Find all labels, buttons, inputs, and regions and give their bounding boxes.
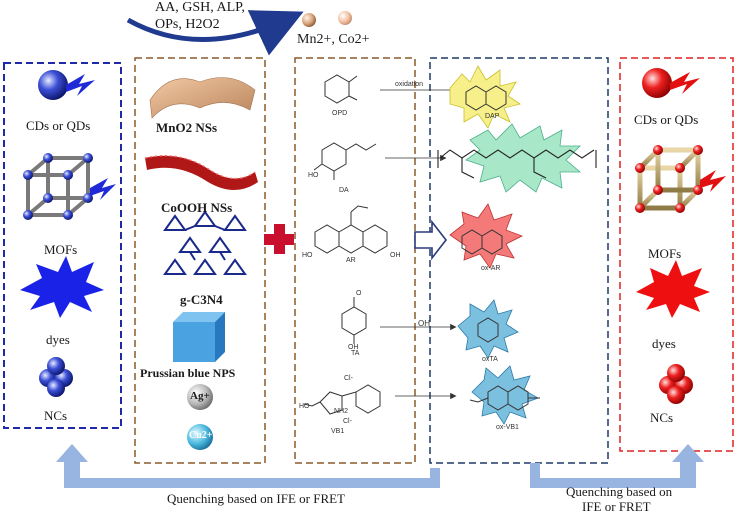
right-label-dyes: dyes (652, 336, 676, 351)
left-feedback-arrow (56, 444, 440, 488)
bottom-right-caption-line1: Quenching based on (566, 484, 673, 499)
vb1-nh2: NH2 (334, 408, 349, 415)
bottom-right-caption-line2: IFE or FRET (582, 499, 651, 514)
ta-o: O (356, 290, 362, 297)
right-panel-border (619, 57, 734, 452)
top-ions-label: Mn2+, Co2+ (297, 32, 370, 47)
top-curved-arrow (126, 10, 304, 56)
label-prussian-blue: Prussian blue NPS (140, 366, 236, 380)
substrate-opd-label: OPD (332, 110, 348, 117)
vb1-ho: HO (299, 403, 310, 410)
substrate-da-label: DA (339, 187, 349, 194)
mofs-lightning-icon (90, 178, 116, 200)
prussian-blue-cube-image (173, 312, 225, 362)
ncs-cluster-icon (39, 357, 73, 397)
right-feedback-arrow (530, 444, 704, 488)
left-label-cds-qds: CDs or QDs (26, 118, 91, 133)
da-molecule (313, 142, 377, 180)
polydopamine-chain (437, 149, 597, 179)
right-mofs-cube-icon (637, 147, 701, 211)
oxta-molecule (477, 317, 499, 343)
left-label-dyes: dyes (46, 332, 70, 347)
dap-yellow-starburst (449, 65, 521, 129)
mn-ion-sphere (302, 13, 316, 27)
mofs-cube-icon (26, 156, 90, 217)
right-ncs-cluster-icon (659, 364, 693, 404)
substrates-panel-border (294, 57, 416, 464)
bottom-left-caption: Quenching based on IFE or FRET (167, 491, 346, 506)
product-oxta-label: oxTA (482, 356, 498, 363)
left-label-mofs: MOFs (44, 242, 78, 257)
cu-ion-sphere (187, 424, 213, 450)
right-mofs-node-spheres (635, 145, 703, 213)
cds-qds-icon (38, 70, 95, 100)
ar-oh-right: OH (390, 252, 401, 259)
oxidation-label: oxidation (395, 81, 424, 88)
vb1-molecule (303, 384, 381, 415)
right-cds-qds-icon (642, 68, 700, 98)
cooh-ribbon-image (144, 155, 258, 190)
top-reagents-line1: AA, GSH, ALP, (155, 0, 245, 15)
label-mno2: MnO2 NSs (156, 120, 218, 135)
ag-ion-sphere (187, 384, 213, 410)
ta-molecule (341, 297, 367, 344)
product-ox-vb1-label: ox-VB1 (496, 424, 519, 431)
g-c3n4-network-image (163, 210, 247, 275)
oh-radical-label: OH (418, 319, 430, 328)
dyes-starburst-icon (20, 256, 104, 318)
label-cu-ion: Cu2+ (189, 430, 213, 441)
vb1-cl-top: Cl- (344, 375, 353, 382)
ar-molecule (314, 205, 388, 254)
substrate-ta-label: TA (351, 350, 360, 357)
materials-panel-border (134, 57, 266, 464)
big-hollow-arrow (414, 219, 448, 261)
product-dap-label: DAP (485, 113, 500, 120)
ox-ar-molecule (461, 229, 503, 255)
left-label-ncs: NCs (44, 408, 68, 423)
plus-icon (264, 224, 294, 254)
right-label-ncs: NCs (650, 410, 674, 425)
label-ag-ion: Ag+ (190, 390, 210, 402)
right-label-cds-qds: CDs or QDs (634, 112, 699, 127)
polydopamine-green-starburst (465, 123, 582, 193)
label-cooh: CoOOH NSs (161, 200, 233, 215)
ox-ar-red-starburst (449, 203, 523, 269)
oxta-blue-starburst (457, 299, 519, 359)
co-ion-sphere (338, 11, 352, 25)
top-reagents-line2: OPs, H2O2 (155, 17, 220, 32)
opd-molecule (324, 74, 358, 104)
right-mofs-lightning-icon (700, 170, 726, 192)
right-dyes-starburst-icon (636, 260, 710, 318)
left-panel-border (3, 62, 122, 429)
product-ox-ar-label: ox-AR (481, 265, 501, 272)
label-g-c3n4: g-C3N4 (180, 292, 223, 307)
substrate-vb1-label: VB1 (331, 428, 345, 435)
da-ho: HO (308, 172, 319, 179)
products-panel-border (429, 57, 609, 464)
ox-vb1-molecule (469, 385, 540, 411)
dap-molecule (465, 85, 507, 111)
mno2-sheet-image (149, 77, 256, 119)
right-label-mofs: MOFs (648, 246, 682, 261)
ta-oh: OH (348, 344, 359, 351)
ar-ho-left: HO (302, 252, 313, 259)
vb1-cl-bottom: Cl- (343, 418, 352, 425)
substrate-ar-label: AR (346, 257, 356, 264)
